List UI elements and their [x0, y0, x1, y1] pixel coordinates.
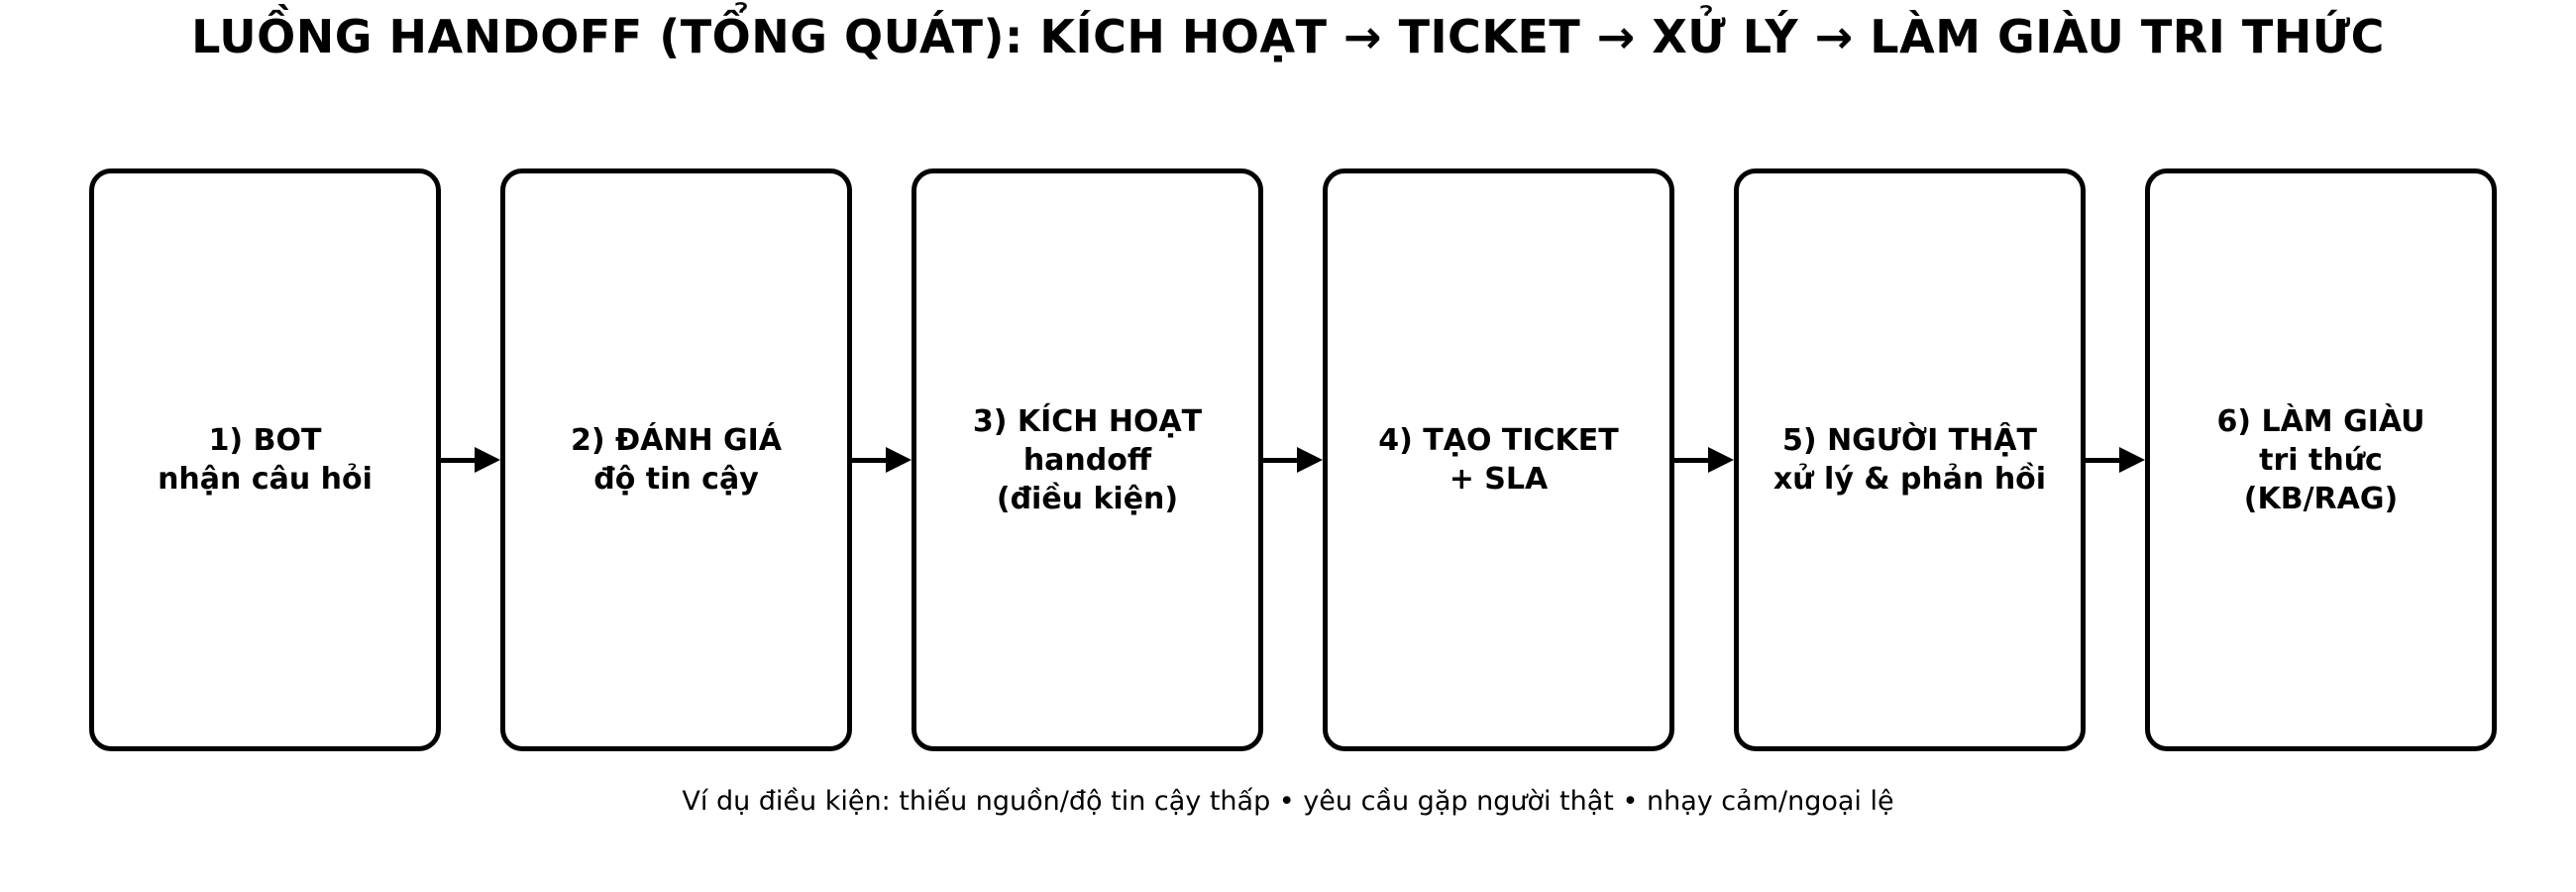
- flow-node-tao-ticket-label: 4) TẠO TICKET + SLA: [1378, 423, 1619, 497]
- flow-arrow-icon: [852, 168, 912, 751]
- arrow-shaft: [852, 457, 886, 463]
- flow-node-tao-ticket: 4) TẠO TICKET + SLA: [1323, 168, 1674, 751]
- flow-arrow-icon: [441, 168, 500, 751]
- arrow-head: [1708, 447, 1734, 473]
- flow-node-lam-giau: 6) LÀM GIÀU tri thức (KB/RAG): [2145, 168, 2497, 751]
- arrow-shaft: [1674, 457, 1708, 463]
- flow-node-danh-gia-label: 2) ĐÁNH GIÁ độ tin cậy: [570, 423, 783, 497]
- flow-arrow-icon: [1674, 168, 1734, 751]
- arrow-head: [886, 447, 912, 473]
- condition-examples-caption: Ví dụ điều kiện: thiếu nguồn/độ tin cậy …: [682, 786, 1894, 817]
- arrow-shaft: [2086, 457, 2119, 463]
- arrow-shaft: [1263, 457, 1297, 463]
- flow-node-bot-label: 1) BOT nhận câu hỏi: [158, 423, 373, 497]
- flow-node-kich-hoat-label: 3) KÍCH HOẠT handoff (điều kiện): [972, 403, 1203, 516]
- flow-arrow-icon: [1263, 168, 1323, 751]
- diagram-title: LUỒNG HANDOFF (TỔNG QUÁT): KÍCH HOẠT → T…: [191, 10, 2385, 63]
- arrow-head: [2119, 447, 2145, 473]
- arrow-head: [1297, 447, 1323, 473]
- flow-node-nguoi-that-label: 5) NGƯỜI THẬT xử lý & phản hồi: [1772, 423, 2047, 497]
- flow-node-bot: 1) BOT nhận câu hỏi: [89, 168, 441, 751]
- arrow-head: [475, 447, 500, 473]
- flow-row: 1) BOT nhận câu hỏi 2) ĐÁNH GIÁ độ tin c…: [89, 168, 2497, 751]
- flow-node-lam-giau-label: 6) LÀM GIÀU tri thức (KB/RAG): [2216, 403, 2425, 516]
- flow-node-danh-gia: 2) ĐÁNH GIÁ độ tin cậy: [500, 168, 852, 751]
- flow-node-nguoi-that: 5) NGƯỜI THẬT xử lý & phản hồi: [1734, 168, 2086, 751]
- arrow-shaft: [441, 457, 475, 463]
- flow-arrow-icon: [2086, 168, 2145, 751]
- flow-node-kich-hoat: 3) KÍCH HOẠT handoff (điều kiện): [912, 168, 1263, 751]
